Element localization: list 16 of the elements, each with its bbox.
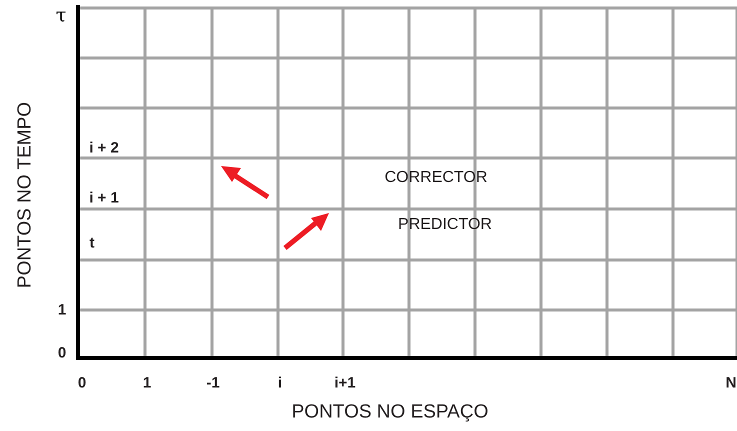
axis-tick-label: i + 2 xyxy=(89,140,119,156)
axis-tick-label: N xyxy=(726,376,736,390)
axis-title: PONTOS NO TEMPO xyxy=(16,102,34,288)
axis-tick-label: 1 xyxy=(58,302,66,318)
axis-tick-label: 0 xyxy=(58,346,66,360)
annotation-text: CORRECTOR xyxy=(384,170,488,186)
axis-tick-label: -1 xyxy=(206,376,220,390)
axis-tick-label: 1 xyxy=(142,376,152,390)
axis-tick-label: i + 1 xyxy=(89,190,119,206)
axis-title: PONTOS NO ESPAÇO xyxy=(292,402,488,422)
annotation-text: PREDICTOR xyxy=(398,217,492,233)
axis-tick-label: t xyxy=(90,236,94,250)
axis-tick-label: 0 xyxy=(78,376,86,390)
axis-tick-label: τ xyxy=(56,6,66,26)
axis-tick-label: i+1 xyxy=(334,376,356,390)
axis-tick-label: i xyxy=(278,376,282,390)
